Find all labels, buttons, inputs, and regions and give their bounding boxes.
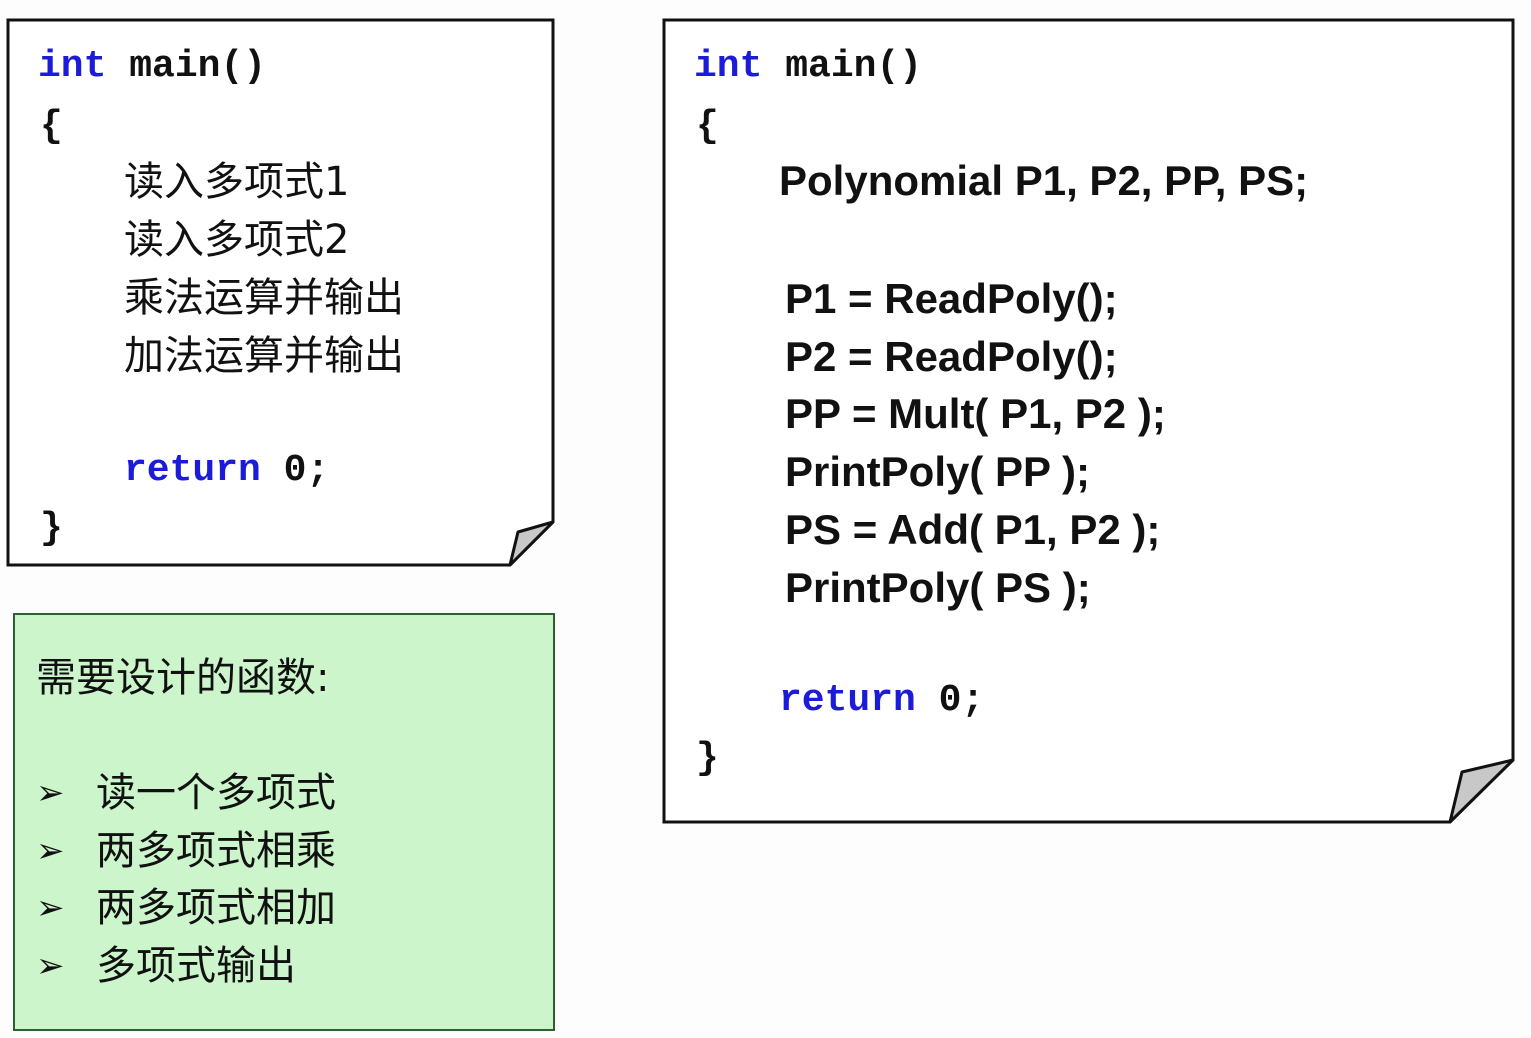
keyword-int: int: [694, 45, 763, 88]
return-value: 0;: [283, 449, 330, 492]
function-item: 读一个多项式: [96, 770, 336, 816]
bullet-arrow-icon: ➢: [36, 946, 65, 986]
bullet-arrow-icon: ➢: [36, 888, 65, 928]
bullet-arrow-icon: ➢: [36, 831, 65, 871]
left-return-line: return 0;: [124, 452, 329, 490]
left-step: 读入多项式2: [124, 217, 350, 263]
main-signature: main(): [785, 45, 923, 88]
left-step: 加法运算并输出: [124, 333, 404, 379]
function-item: 两多项式相乘: [96, 828, 336, 874]
statement: P2 = ReadPoly();: [785, 333, 1118, 380]
left-open-brace: {: [40, 105, 63, 148]
bullet-arrow-icon: ➢: [36, 773, 65, 813]
main-signature: main(): [129, 45, 267, 88]
left-note-fold: [508, 520, 555, 567]
left-main-signature: int main(): [38, 48, 266, 86]
right-note-fold: [1448, 758, 1515, 824]
functions-box: [13, 613, 555, 1031]
return-value: 0;: [938, 679, 985, 722]
keyword-int: int: [38, 45, 107, 88]
right-open-brace: {: [696, 105, 719, 148]
left-step: 乘法运算并输出: [124, 275, 404, 321]
keyword-return: return: [124, 449, 261, 492]
statement: PrintPoly( PS );: [785, 564, 1091, 611]
right-close-brace: }: [696, 737, 719, 780]
function-item: 两多项式相加: [96, 885, 336, 931]
statement: PS = Add( P1, P2 );: [785, 506, 1161, 553]
function-item: 多项式输出: [96, 943, 296, 989]
statement: PP = Mult( P1, P2 );: [785, 390, 1166, 437]
left-close-brace: }: [40, 507, 63, 550]
left-step: 读入多项式1: [124, 159, 350, 205]
declaration: Polynomial P1, P2, PP, PS;: [779, 157, 1309, 204]
functions-title: 需要设计的函数:: [36, 655, 330, 701]
keyword-return: return: [779, 679, 916, 722]
right-return-line: return 0;: [779, 682, 984, 720]
statement: PrintPoly( PP );: [785, 448, 1090, 495]
statement: P1 = ReadPoly();: [785, 275, 1118, 322]
right-main-signature: int main(): [694, 48, 922, 86]
